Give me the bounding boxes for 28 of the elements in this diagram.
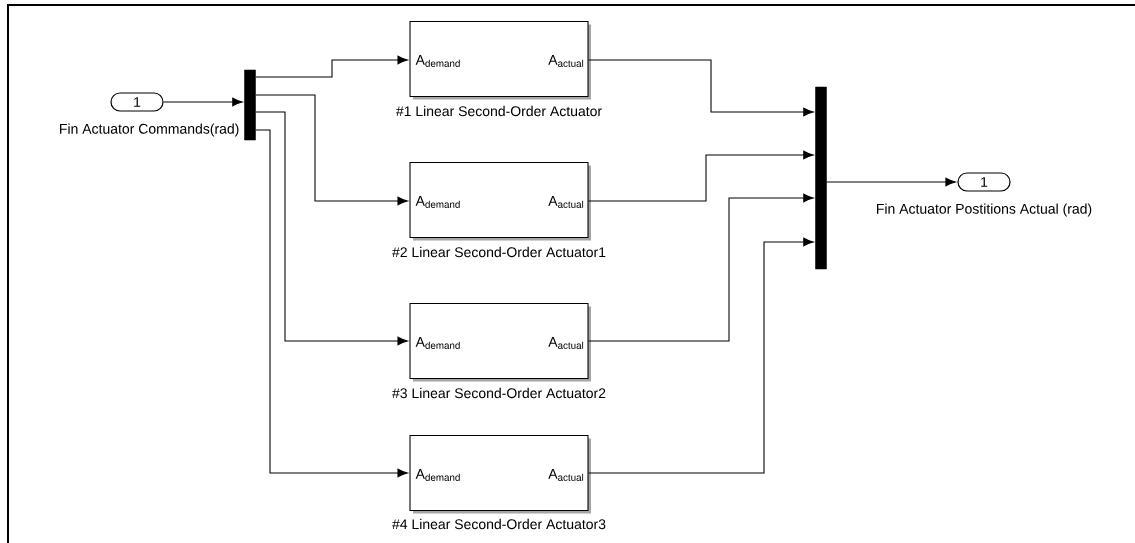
actuator-block [409, 302, 591, 382]
arrow [255, 111, 408, 346]
arrow [255, 94, 408, 206]
block-name: #1 Linear Second-Order Actuator [395, 105, 602, 117]
port-label: A$_{demand}$ [415, 469, 460, 481]
actuator-block [409, 434, 591, 514]
block-name: #3 Linear Second-Order Actuator2 [392, 387, 606, 399]
arrow [255, 55, 408, 78]
block-name: #4 Linear Second-Order Actuator3 [392, 518, 606, 530]
arrow [588, 150, 814, 202]
port-label: A$_{actual}$ [548, 337, 584, 349]
port-label: A$_{demand}$ [415, 196, 460, 208]
port-label: A$_{actual}$ [548, 55, 584, 67]
block-name: Fin Actuator Postitions Actual (rad) [877, 203, 1092, 217]
port-label: A$_{demand}$ [415, 55, 460, 67]
port-label: A$_{actual}$ [548, 196, 584, 208]
arrow [255, 129, 408, 478]
arrow [588, 193, 814, 342]
port-label: A$_{demand}$ [415, 337, 460, 349]
port-name: Fin Actuator Commands(rad) [60, 123, 239, 137]
arrow [588, 59, 814, 117]
actuator-block [409, 20, 591, 100]
block-name: #2 Linear Second-Order Actuator1 [392, 246, 606, 258]
arrow [588, 237, 814, 474]
actuator-block [409, 161, 591, 241]
arrow [163, 97, 243, 107]
port-label: A$_{actual}$ [548, 469, 584, 481]
arrow [826, 177, 956, 187]
